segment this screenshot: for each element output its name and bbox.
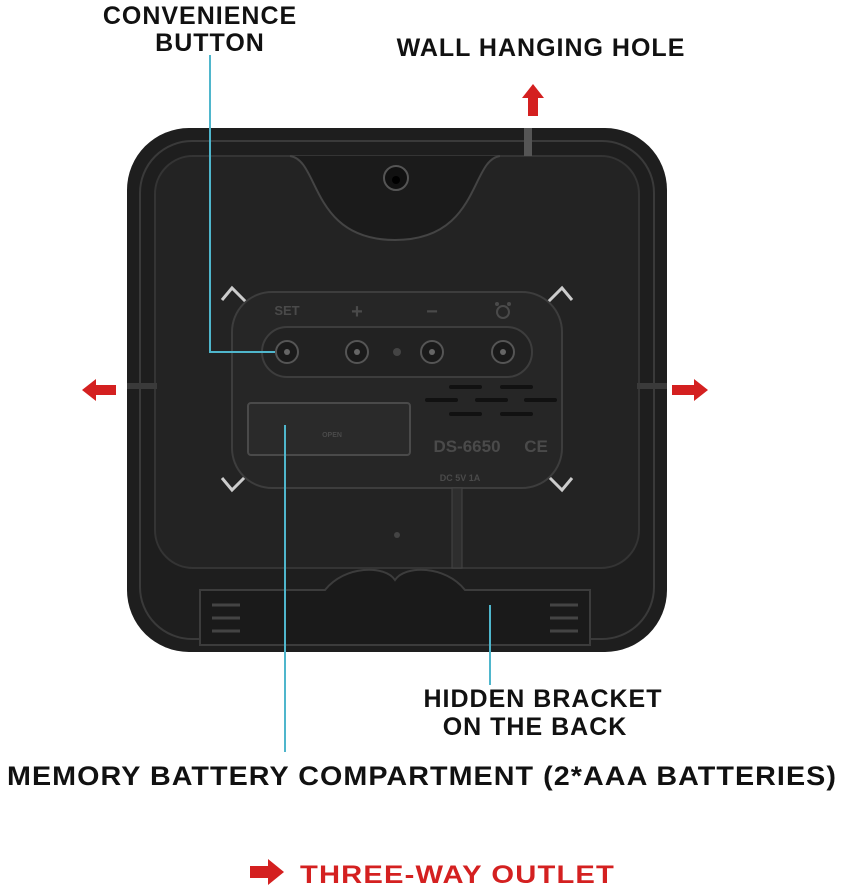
hidden-bracket[interactable] (199, 568, 591, 646)
reset-pinhole[interactable] (393, 348, 401, 356)
wall-hole-label: WALL HANGING HOLE (397, 34, 686, 62)
alarm-button[interactable] (491, 340, 515, 364)
minus-button[interactable] (420, 340, 444, 364)
speaker-vents (425, 385, 557, 416)
legend-arrow-icon (250, 859, 284, 885)
ce-mark: CE (524, 437, 548, 456)
outlet-arrow-right-icon (672, 379, 708, 401)
outlet-arrow-up-icon (522, 84, 544, 116)
convenience-label-line1: CONVENIENCE (103, 2, 297, 30)
battery-compartment-label: MEMORY BATTERY COMPARTMENT (2*AAA BATTER… (7, 761, 837, 791)
right-slot (637, 383, 667, 389)
top-notch (289, 155, 501, 242)
minus-label: − (426, 301, 438, 323)
convenience-leader-line (209, 55, 275, 353)
hidden-bracket-label-line2: ON THE BACK (443, 713, 628, 741)
alarm-icon (495, 302, 511, 319)
battery-door-open-label: OPEN (322, 432, 342, 439)
convenience-label-line2: BUTTON (155, 29, 265, 57)
cable-channel (451, 487, 463, 569)
plus-label: + (351, 301, 363, 323)
hidden-bracket-label-line1: HIDDEN BRACKET (424, 685, 663, 713)
battery-door[interactable] (247, 402, 411, 456)
bottom-dot (394, 532, 400, 538)
power-rating: DC 5V 1A (440, 473, 481, 483)
plus-button[interactable] (345, 340, 369, 364)
outlet-arrow-left-icon (82, 379, 116, 401)
top-slot (524, 128, 532, 156)
set-button[interactable] (275, 340, 299, 364)
left-slot (127, 383, 157, 389)
control-plate (231, 291, 563, 489)
hole-center (392, 176, 400, 184)
set-label: SET (274, 303, 299, 318)
plate-clips (220, 285, 574, 493)
three-way-outlet-legend: THREE-WAY OUTLET (300, 861, 615, 889)
model-number: DS-6650 (433, 437, 500, 456)
